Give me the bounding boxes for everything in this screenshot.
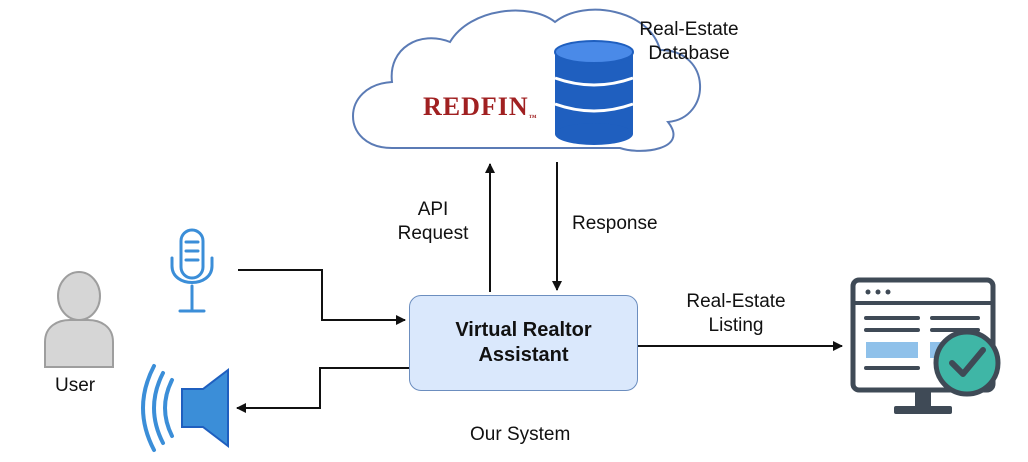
listing-label: Real-Estate Listing [686,291,786,336]
voice-output-arrow [236,367,409,413]
user-icon [44,271,114,368]
user-label: User [55,375,96,396]
node-title-line2: Assistant [478,344,569,366]
database-label: Real-Estate Database [639,19,739,64]
database-icon [554,40,634,145]
redfin-logo: REDFIN™ [423,92,537,122]
api-request-label: API Request [397,199,469,244]
system-caption: Our System [470,424,571,445]
response-label: Response [572,213,658,234]
microphone-icon [170,228,214,313]
virtual-realtor-assistant-node: Virtual Realtor Assistant [409,295,638,391]
voice-input-arrow [238,269,406,325]
node-title-line1: Virtual Realtor [455,319,592,341]
speaker-icon [141,364,229,452]
checkmark-icon [933,329,1001,397]
